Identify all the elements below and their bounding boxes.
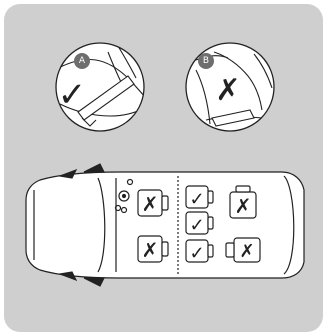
control-knob	[120, 206, 128, 214]
seat-mid-2	[185, 211, 214, 235]
badge-a	[74, 53, 90, 69]
vehicle-top-view	[25, 163, 305, 287]
seat-rear-right	[225, 237, 261, 263]
seat-rear-right-mark: ✗	[239, 241, 254, 262]
badge-b-label: B	[203, 56, 209, 66]
windshield	[97, 177, 106, 273]
seat-mid-3-mark: ✓	[189, 243, 204, 264]
seat-front-passenger-mark: ✗	[235, 194, 252, 218]
control-knob	[114, 204, 122, 212]
seat-mid-1-mark: ✓	[189, 189, 204, 210]
cross-mark-b: ✗	[215, 73, 240, 108]
door-handle-left	[57, 168, 78, 179]
detail-circle-b: B ✗	[185, 42, 275, 132]
check-mark-a: ✓	[58, 75, 87, 115]
seat-driver	[137, 189, 169, 217]
seatbelt-illustration-b	[195, 51, 273, 127]
door-handle-right	[57, 271, 78, 282]
seat-rear-left-mark: ✗	[142, 238, 159, 262]
seat-driver-mark: ✗	[142, 192, 159, 216]
seat-rear-left	[137, 235, 169, 263]
background-panel	[4, 4, 323, 332]
seat-mid-3	[185, 239, 214, 263]
seat-marks: ✗ ✗ ✓ ✓ ✓ ✗ ✗	[142, 189, 255, 264]
detail-circle-a: A ✓	[55, 42, 145, 132]
left-mirror	[83, 163, 105, 173]
control-knob	[126, 178, 134, 186]
steering-wheel	[118, 190, 130, 202]
badge-a-label: A	[79, 56, 86, 66]
seat-front-passenger	[229, 185, 257, 219]
rear-window	[283, 175, 295, 275]
seat-mid-1	[185, 185, 214, 209]
seat-mid-2-mark: ✓	[189, 215, 204, 236]
right-mirror	[83, 277, 105, 287]
vehicle-body	[25, 171, 305, 279]
steering-hub	[121, 193, 127, 199]
badge-b	[198, 53, 214, 69]
